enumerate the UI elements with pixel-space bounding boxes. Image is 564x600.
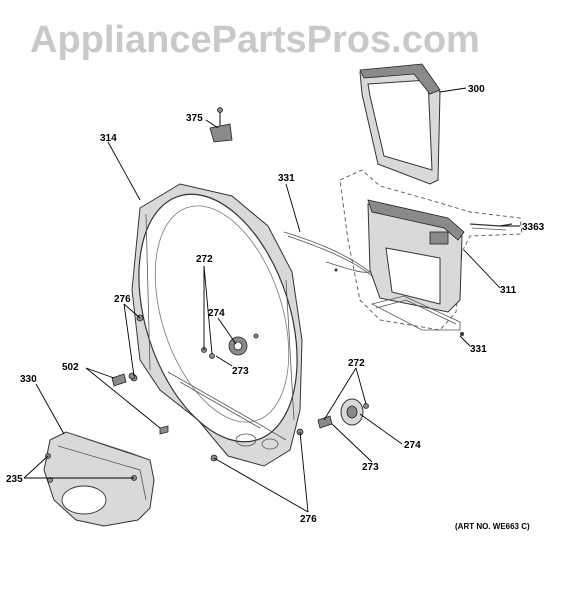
callout-330: 330 bbox=[20, 374, 37, 385]
part-3363-bracket bbox=[469, 223, 513, 231]
part-330-blower-housing bbox=[43, 431, 155, 527]
callout-3363: 3363 bbox=[522, 222, 545, 233]
callout-235: 235 bbox=[6, 474, 23, 485]
callout-314: 314 bbox=[100, 133, 117, 144]
callout-272-right: 272 bbox=[348, 358, 365, 369]
part-300-lint-filter-frame bbox=[359, 63, 441, 185]
callout-276-upper: 276 bbox=[114, 294, 131, 305]
part-502-screws bbox=[111, 373, 169, 435]
callout-502: 502 bbox=[62, 362, 79, 373]
callout-274-right: 274 bbox=[404, 440, 421, 451]
callout-311: 311 bbox=[500, 285, 517, 296]
callout-labels: 300 375 314 331 3363 311 331 272 274 273… bbox=[6, 84, 545, 525]
callout-276-lower: 276 bbox=[300, 514, 317, 525]
part-314-rear-bulkhead bbox=[130, 183, 303, 467]
callout-300: 300 bbox=[468, 84, 485, 95]
art-number: (ART NO. WE663 C) bbox=[455, 522, 530, 531]
part-331-lower-seal bbox=[370, 295, 464, 336]
part-311-lint-duct bbox=[367, 199, 465, 313]
part-331-upper-seal bbox=[283, 231, 373, 277]
leader-lines bbox=[23, 87, 520, 513]
callout-375: 375 bbox=[186, 113, 203, 124]
callout-331-upper: 331 bbox=[278, 173, 295, 184]
callout-273-right: 273 bbox=[362, 462, 379, 473]
duct-dashed-outline bbox=[339, 169, 523, 331]
watermark-text: AppliancePartsPros.com bbox=[30, 19, 480, 61]
callout-331-lower: 331 bbox=[470, 344, 487, 355]
callout-274-upper: 274 bbox=[208, 308, 225, 319]
part-274-roller-right bbox=[340, 398, 364, 426]
callout-273-upper: 273 bbox=[232, 366, 249, 377]
part-375-sensor bbox=[209, 107, 233, 143]
callout-272-upper: 272 bbox=[196, 254, 213, 265]
